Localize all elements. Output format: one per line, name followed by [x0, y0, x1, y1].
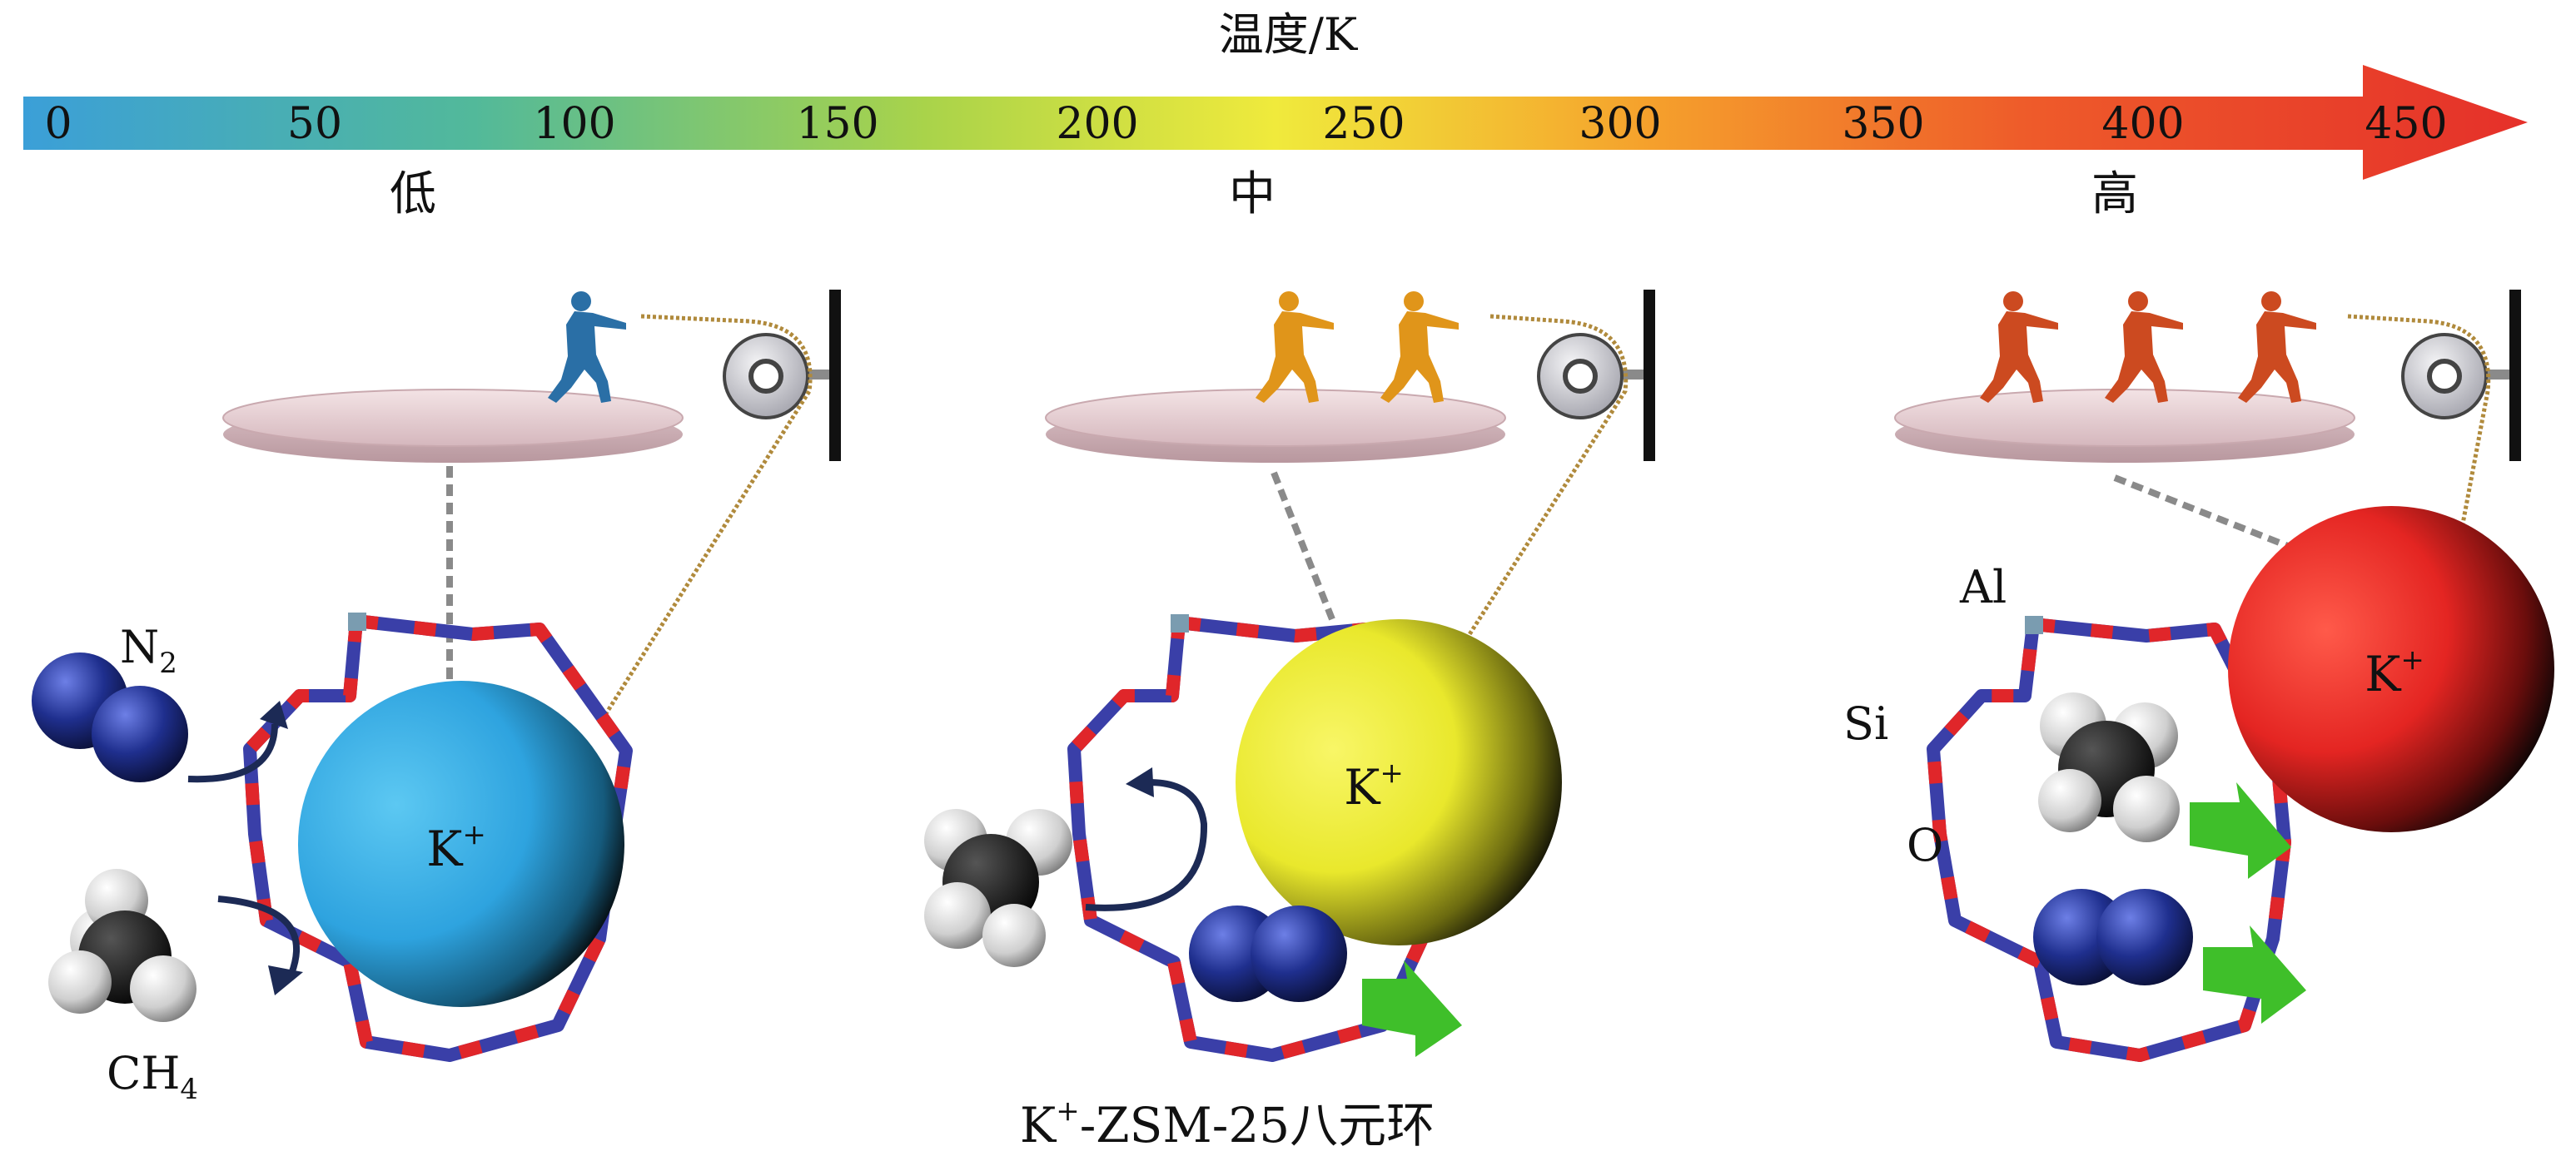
level-low: 低 — [390, 167, 436, 221]
atom-label-o: O — [1907, 819, 1943, 871]
atom-label-si: Si — [1843, 697, 1888, 750]
puller-figure — [1380, 291, 1459, 403]
n2-molecule — [1189, 906, 1347, 1002]
n2-molecule — [2033, 889, 2193, 985]
puller-figure — [2105, 291, 2183, 403]
level-high: 高 — [2091, 167, 2138, 221]
stone-plate — [223, 389, 683, 446]
wall-bar — [2509, 290, 2521, 461]
ch4-molecule — [48, 869, 196, 1022]
scale-tick-label: 50 — [287, 99, 342, 149]
chain — [2115, 478, 2296, 549]
temperature-scale: 温度/K 0 50 100 150 200 250 300 350 400 450 低 中 高 — [23, 8, 2528, 221]
scale-tick-label: 350 — [1842, 99, 1924, 149]
puller-figure — [1980, 291, 2058, 403]
scale-tick-label: 0 — [44, 99, 72, 149]
level-mid: 中 — [1229, 167, 1276, 221]
green-arrow — [1362, 960, 1462, 1057]
panel-low: K+ N2 CH4 — [32, 290, 841, 1106]
panel-high: K+ Al Si O — [1843, 290, 2554, 1055]
atom-label-al: Al — [1959, 561, 2007, 613]
scale-tick-label: 200 — [1056, 99, 1138, 149]
wall-bar — [829, 290, 841, 461]
scale-tick-label: 450 — [2365, 99, 2447, 149]
scale-tick-label: 400 — [2101, 99, 2184, 149]
wall-bar — [1644, 290, 1655, 461]
panel-mid: K+ — [924, 290, 1655, 1057]
ch4-molecule — [924, 809, 1072, 967]
figure-caption: K+-ZSM-25八元环 — [1020, 1094, 1435, 1154]
puller-figure — [1256, 291, 1334, 403]
ch4-molecule — [2038, 692, 2180, 842]
puller-figure — [2238, 291, 2316, 403]
ch4-label: CH4 — [107, 1047, 198, 1106]
stone-plate — [1895, 389, 2355, 446]
scale-title: 温度/K — [1219, 8, 1359, 61]
scale-tick-label: 150 — [796, 99, 878, 149]
puller-figure — [548, 291, 626, 403]
scale-tick-label: 100 — [533, 99, 615, 149]
rotation-arrow — [1086, 782, 1204, 908]
scale-tick-label: 300 — [1579, 99, 1661, 149]
scale-tick-label: 250 — [1322, 99, 1405, 149]
n2-label: N2 — [120, 621, 177, 680]
chain — [1274, 473, 1332, 619]
